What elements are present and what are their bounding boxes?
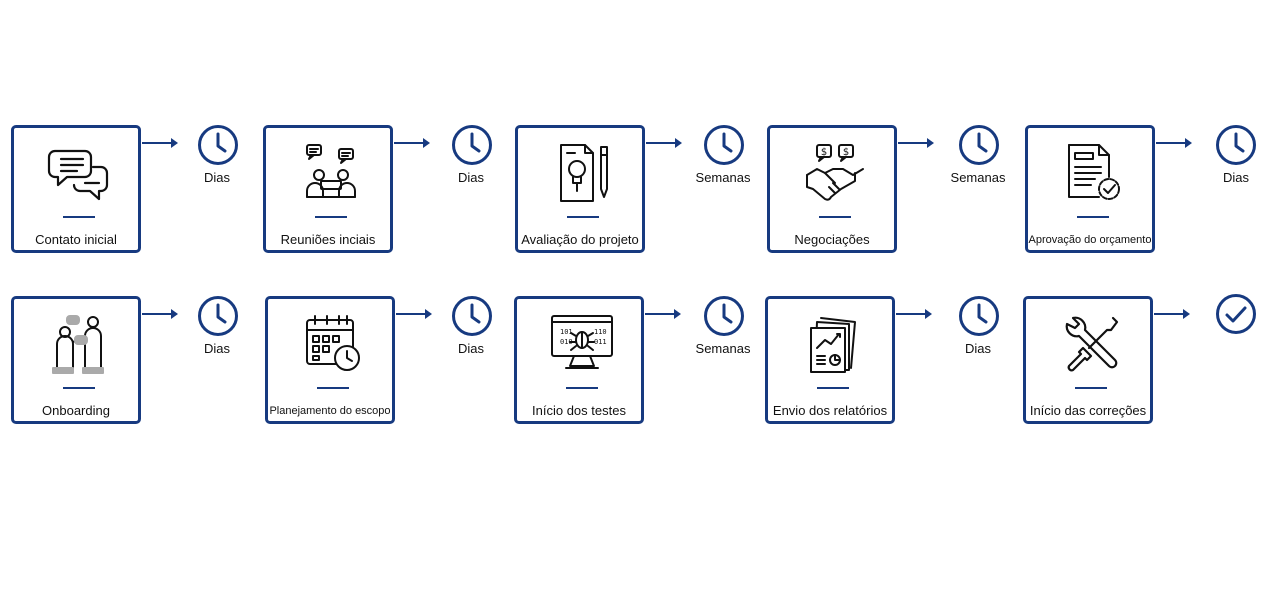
- duration-label: Dias: [457, 170, 484, 185]
- duration-label: Dias: [1222, 170, 1249, 185]
- duration-label: Dias: [203, 170, 230, 185]
- step-card-negociacoes: $ $ Negociações: [767, 125, 897, 253]
- flow-arrow: [394, 138, 430, 148]
- step-label: Avaliação do projeto: [521, 232, 639, 247]
- step-card-inicio-testes: 101 010 110 011 Início dos testes: [514, 296, 644, 424]
- duration-label: Semanas: [695, 170, 751, 185]
- step-card-envio-relatorios: Envio dos relatórios: [765, 296, 895, 424]
- underline-divider: [819, 216, 851, 218]
- step-label: Negociações: [794, 232, 870, 247]
- clock-icon: [1215, 124, 1257, 166]
- step-card-onboarding: Onboarding: [11, 296, 141, 424]
- clock-icon: [197, 295, 239, 337]
- underline-divider: [63, 387, 95, 389]
- document-approved-icon: [1061, 141, 1125, 205]
- underline-divider: [1075, 387, 1107, 389]
- underline-divider: [317, 387, 349, 389]
- step-card-contato-inicial: Contato inicial: [11, 125, 141, 253]
- check-circle-icon: [1215, 293, 1257, 335]
- clock-icon: [451, 295, 493, 337]
- handshake-money-icon: $ $: [803, 141, 867, 205]
- duration-label: Semanas: [695, 341, 751, 356]
- meeting-people-icon: [299, 141, 363, 205]
- flow-arrow: [898, 138, 934, 148]
- svg-text:010: 010: [560, 338, 573, 346]
- calendar-clock-icon: [301, 312, 365, 376]
- underline-divider: [817, 387, 849, 389]
- svg-text:$: $: [821, 147, 827, 158]
- step-card-reunioes-iniciais: Reuniões inciais: [263, 125, 393, 253]
- underline-divider: [1077, 216, 1109, 218]
- step-label: Reuniões inciais: [280, 232, 376, 247]
- underline-divider: [567, 216, 599, 218]
- report-papers-icon: [801, 312, 865, 376]
- underline-divider: [315, 216, 347, 218]
- step-card-aprovacao-orcamento: Aprovação do orçamento: [1025, 125, 1155, 253]
- clock-icon: [703, 124, 745, 166]
- step-label: Onboarding: [42, 403, 110, 418]
- duration-label: Dias: [457, 341, 484, 356]
- underline-divider: [63, 216, 95, 218]
- svg-text:110: 110: [594, 328, 607, 336]
- step-label: Início das correções: [1029, 403, 1147, 418]
- duration-label: Dias: [964, 341, 991, 356]
- flow-arrow: [142, 138, 178, 148]
- step-label: Início dos testes: [532, 403, 626, 418]
- step-card-planejamento-escopo: Planejamento do escopo: [265, 296, 395, 424]
- document-lightbulb-pen-icon: [551, 141, 615, 205]
- step-label: Planejamento do escopo: [269, 405, 391, 417]
- chat-bubbles-icon: [47, 141, 111, 205]
- monitor-bug-icon: 101 010 110 011: [550, 312, 614, 376]
- wrench-screwdriver-icon: [1059, 312, 1123, 376]
- flow-arrow: [1156, 138, 1192, 148]
- duration-label: Dias: [203, 341, 230, 356]
- step-card-avaliacao-projeto: Avaliação do projeto: [515, 125, 645, 253]
- flow-arrow: [645, 309, 681, 319]
- duration-label: Semanas: [950, 170, 1006, 185]
- clock-icon: [451, 124, 493, 166]
- clock-icon: [958, 124, 1000, 166]
- clock-icon: [958, 295, 1000, 337]
- flow-arrow: [646, 138, 682, 148]
- step-label: Contato inicial: [35, 232, 117, 247]
- people-talking-icon: [47, 312, 111, 376]
- step-card-inicio-correcoes: Início das correções: [1023, 296, 1153, 424]
- step-label: Envio dos relatórios: [772, 403, 888, 418]
- flow-arrow: [142, 309, 178, 319]
- svg-text:$: $: [843, 147, 849, 158]
- step-label: Aprovação do orçamento: [1028, 234, 1152, 246]
- underline-divider: [566, 387, 598, 389]
- flow-arrow: [896, 309, 932, 319]
- svg-text:011: 011: [594, 338, 607, 346]
- clock-icon: [197, 124, 239, 166]
- flow-arrow: [1154, 309, 1190, 319]
- svg-text:101: 101: [560, 328, 573, 336]
- flow-arrow: [396, 309, 432, 319]
- clock-icon: [703, 295, 745, 337]
